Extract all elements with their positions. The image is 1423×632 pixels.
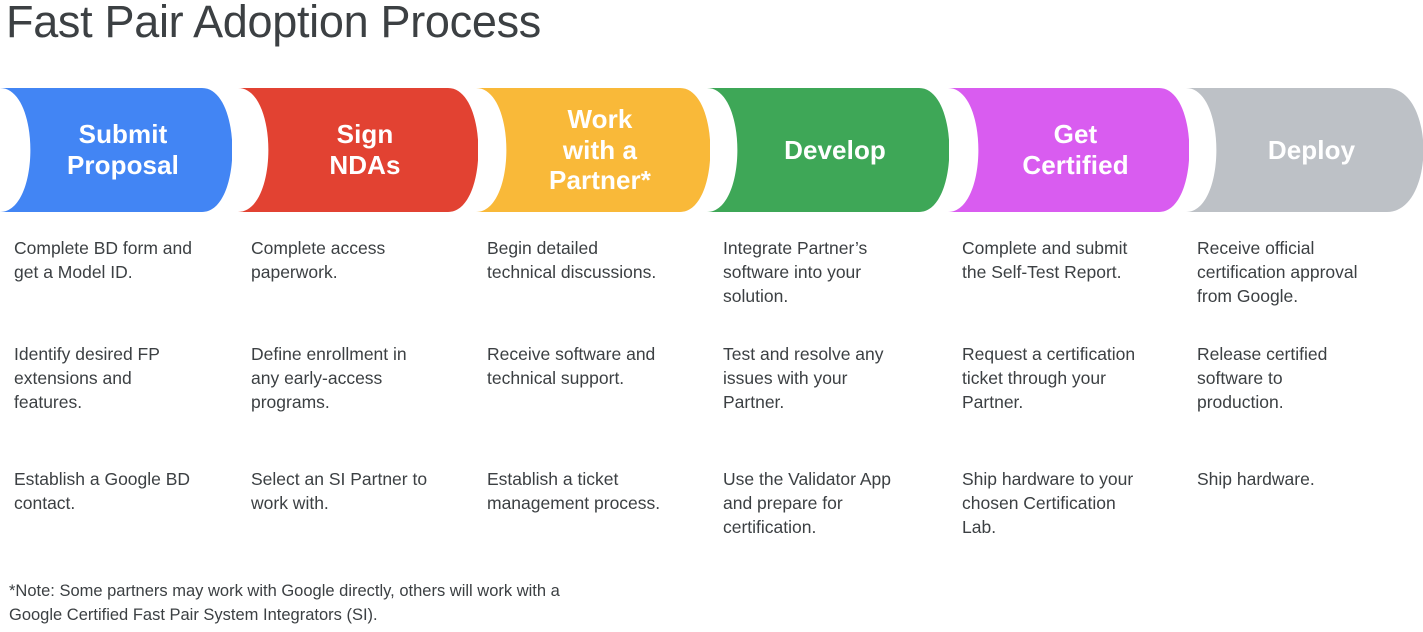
chevron-label-develop: Develop: [717, 135, 939, 166]
step-item: Release certified software to production…: [1197, 344, 1328, 413]
chevron-develop[interactable]: Develop: [707, 88, 949, 212]
step-item: Test and resolve any issues with your Pa…: [723, 344, 884, 413]
step-item: Use the Validator App and prepare for ce…: [723, 469, 891, 538]
step-item: Ship hardware to your chosen Certificati…: [962, 469, 1134, 538]
step-item: Define enrollment in any early-access pr…: [251, 344, 407, 413]
page-title: Fast Pair Adoption Process: [6, 0, 541, 47]
chevron-shape-sign-ndas: [238, 88, 478, 212]
step-item: Complete BD form and get a Model ID.: [14, 238, 192, 283]
chevron-shape-deploy: [1186, 88, 1423, 212]
chevron-label-line: Submit: [78, 119, 168, 150]
footnote-note: *Note: Some partners may work with Googl…: [9, 582, 560, 624]
chevron-label-line: with a: [562, 134, 638, 165]
chevron-label-line: Deploy: [1267, 134, 1356, 165]
chevron-shape-get-certified: [948, 88, 1189, 212]
step-item: Establish a Google BD contact.: [14, 469, 191, 514]
step-item: Complete and submit the Self-Test Report…: [962, 238, 1128, 283]
step-item: Integrate Partner’s software into your s…: [723, 238, 868, 307]
step-item: Complete access paperwork.: [251, 238, 386, 283]
chevron-label-line: Develop: [784, 134, 886, 165]
chevron-shape-submit-proposal: [0, 88, 232, 212]
step-item: Select an SI Partner to work with.: [251, 469, 428, 514]
chevron-label-line: Certified: [1022, 150, 1129, 180]
chevron-deploy[interactable]: Deploy: [1186, 88, 1423, 212]
step-item: Begin detailed technical discussions.: [487, 238, 657, 283]
step-item: Receive software and technical support.: [487, 344, 656, 389]
chevron-label-line: Proposal: [66, 150, 180, 180]
chevron-label-line: Work: [567, 103, 633, 134]
step-item: Establish a ticket management process.: [487, 469, 661, 514]
chevron-label-deploy: Deploy: [1196, 135, 1414, 166]
chevron-label-line: Get: [1053, 119, 1098, 150]
chevron-label-line: Sign: [336, 119, 394, 150]
step-item: Ship hardware.: [1197, 469, 1315, 489]
chevron-shape-develop: [707, 88, 949, 212]
step-item: Request a certification ticket through y…: [962, 344, 1136, 413]
chevron-label-line: NDAs: [329, 150, 401, 180]
step-item: Identify desired FP extensions and featu…: [14, 344, 160, 413]
chevron-label-line: Partner*: [549, 165, 651, 196]
step-item: Receive official certification approval …: [1197, 238, 1358, 307]
chevron-shape-work-with-a-partner: [476, 88, 710, 212]
